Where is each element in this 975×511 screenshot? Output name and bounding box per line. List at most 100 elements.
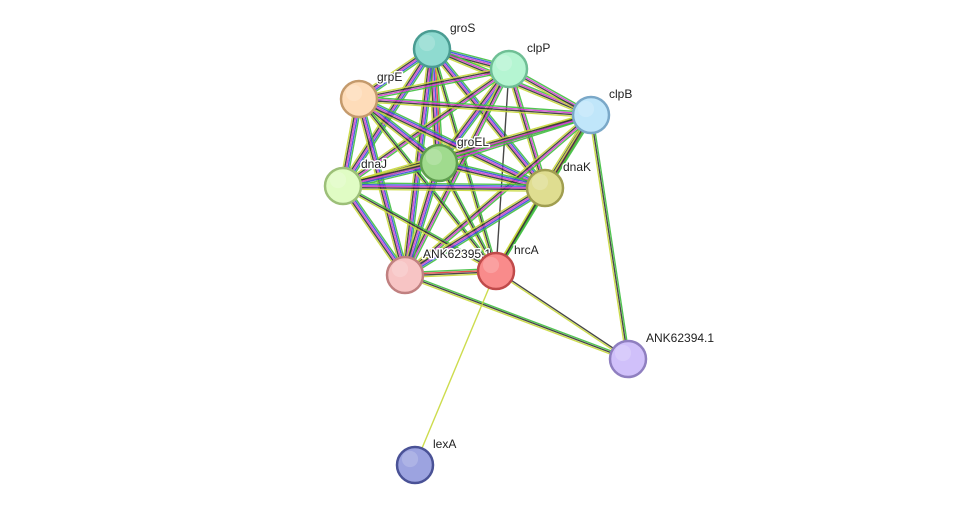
- node-label: dnaK: [563, 160, 591, 174]
- edge-dnaj-dnak: [342, 182, 546, 192]
- edge-line-black: [403, 68, 509, 275]
- edge-line-black: [438, 162, 497, 272]
- edge-line-green: [405, 272, 629, 359]
- edge-line-black: [403, 186, 545, 275]
- node-circle[interactable]: [419, 143, 459, 183]
- edge-line-green: [439, 161, 499, 271]
- node-highlight: [531, 173, 549, 191]
- edge-line-blue: [343, 183, 546, 188]
- edge-line-magenta: [358, 98, 546, 189]
- edge-line-green: [510, 68, 548, 188]
- nodes-layer: groSgroSclpPclpPgrpEgrpEclpBclpBgroELgro…: [323, 20, 716, 485]
- node-label-halo: clpP: [527, 41, 550, 55]
- node-label: groEL: [457, 135, 489, 149]
- node-label: clpP: [527, 41, 550, 55]
- node-highlight: [345, 84, 363, 102]
- node-label-halo: grpE: [377, 70, 402, 84]
- edge-line-black: [402, 162, 439, 275]
- node-circle[interactable]: [339, 79, 379, 119]
- edge-line-magenta: [359, 97, 592, 115]
- node-label: grpE: [377, 70, 402, 84]
- edge-line-black: [342, 185, 497, 272]
- edge-line-blue: [359, 96, 546, 188]
- node-highlight: [401, 450, 419, 468]
- node-circle[interactable]: [525, 168, 565, 208]
- node-circle[interactable]: [412, 29, 452, 69]
- edge-line-green: [359, 95, 592, 114]
- node-circle[interactable]: [489, 49, 529, 89]
- edge-line-magenta: [404, 187, 546, 276]
- edge-line-yellow: [404, 275, 628, 362]
- edge-line-magenta: [438, 68, 510, 164]
- node-label-halo: ANK62394.1: [646, 331, 714, 345]
- edge-line-yellow: [414, 270, 497, 466]
- node-label: ANK62394.1: [646, 331, 714, 345]
- edge-line-green: [343, 182, 546, 186]
- edge-line-magenta: [431, 48, 546, 189]
- edge-line-green: [407, 163, 443, 277]
- edge-dnak-ank62395-1: [402, 184, 548, 279]
- edge-line-black: [404, 113, 591, 275]
- edge-clpb-ank62395-1: [402, 112, 594, 278]
- edge-line-black: [507, 69, 545, 189]
- node-circle[interactable]: [608, 339, 648, 379]
- edge-line-green: [406, 116, 594, 278]
- edge-line-yellow: [342, 112, 591, 185]
- edge-line-yellow: [506, 69, 544, 189]
- node-circle[interactable]: [395, 445, 435, 485]
- edge-line-blue: [405, 163, 442, 276]
- edge-line-yellow: [401, 161, 437, 275]
- edge-line-green: [439, 116, 592, 166]
- edge-line-black: [590, 114, 629, 360]
- edge-line-black: [358, 67, 509, 99]
- node-label-halo: lexA: [433, 437, 456, 451]
- node-circle[interactable]: [323, 166, 363, 206]
- edge-line-yellow: [341, 186, 496, 274]
- edge-line-magenta: [359, 69, 510, 101]
- edge-clpb-ank62394-1: [588, 114, 631, 360]
- node-label-halo: ANK62395.1: [423, 247, 491, 261]
- edge-line-green: [406, 190, 548, 279]
- edge-line-yellow: [402, 184, 544, 273]
- edge-line-black: [358, 99, 545, 191]
- edge-line-black: [404, 274, 629, 360]
- node-label-halo: groS: [450, 21, 475, 35]
- node-circle[interactable]: [476, 251, 516, 291]
- edge-line-green: [406, 69, 512, 277]
- edge-grpe-clpb: [358, 95, 592, 119]
- edge-line-green: [343, 183, 498, 271]
- node-label-halo: dnaJ: [361, 157, 387, 171]
- edge-line-magenta: [342, 185, 546, 189]
- node-circle[interactable]: [571, 95, 611, 135]
- node-label-halo: hrcA: [514, 243, 539, 257]
- node-label: clpB: [609, 87, 632, 101]
- node-label: ANK62395.1: [423, 247, 491, 261]
- edge-line-black: [358, 99, 591, 117]
- edge-clpp-dnak: [506, 68, 548, 189]
- node-label: groS: [450, 21, 475, 35]
- edge-grpe-dnak: [357, 95, 547, 192]
- edge-line-magenta: [509, 68, 547, 188]
- edge-line-blue: [432, 47, 547, 188]
- edge-line-yellow: [342, 188, 545, 192]
- edge-line-yellow: [341, 66, 509, 185]
- edge-line-magenta: [405, 115, 592, 277]
- edge-line-green: [433, 46, 549, 187]
- node-label: lexA: [433, 437, 456, 451]
- edge-line-yellow: [358, 65, 509, 98]
- node-circle[interactable]: [385, 255, 425, 295]
- node-highlight: [614, 344, 632, 362]
- edge-ank62395-1-ank62394-1: [404, 272, 629, 362]
